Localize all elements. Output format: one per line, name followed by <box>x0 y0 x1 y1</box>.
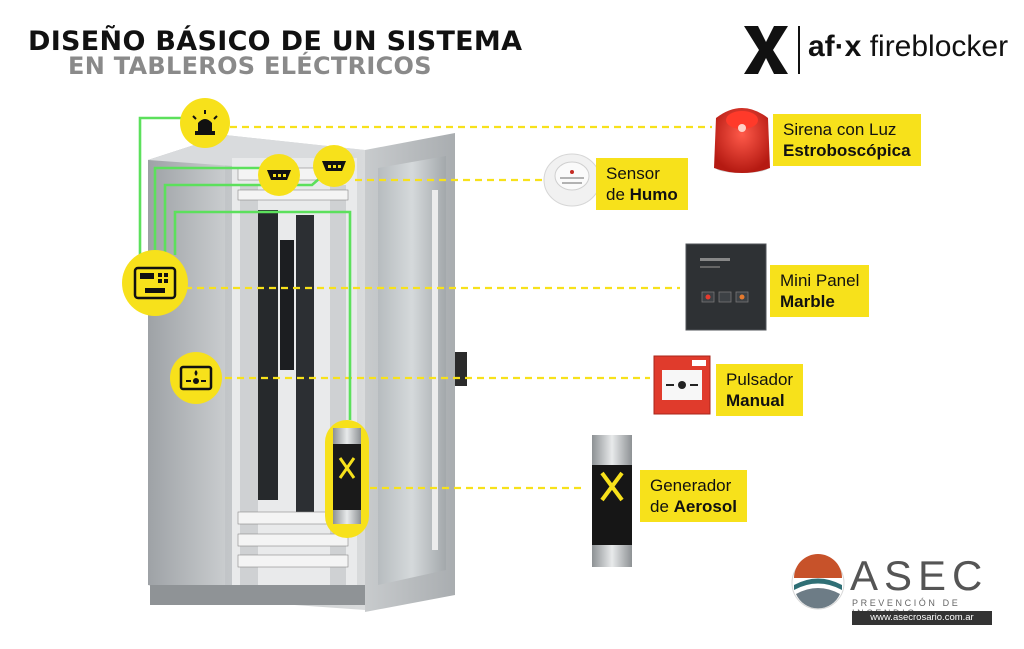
label-aerosol-generator: Generador de Aerosol <box>640 470 747 522</box>
siren-device <box>714 108 770 173</box>
label-siren: Sirena con Luz Estroboscópica <box>773 114 921 166</box>
wires <box>138 116 352 420</box>
label-manual-pull: Pulsador Manual <box>716 364 804 416</box>
mini-panel-device <box>685 243 767 331</box>
control-panel-circle <box>122 250 188 316</box>
cabinet-generator-icon <box>333 428 361 524</box>
smoke-sensor-circle-2 <box>313 145 355 187</box>
asec-website[interactable]: www.asecrosario.com.ar <box>852 611 992 625</box>
asec-name: ASEC <box>850 552 989 599</box>
page-subtitle: EN TABLEROS ELÉCTRICOS <box>68 52 432 80</box>
smoke-sensor-icon <box>322 161 346 171</box>
smoke-sensor-device <box>543 153 601 207</box>
label-smoke-sensor: Sensor de Humo <box>596 158 688 210</box>
label-mini-panel: Mini Panel Marble <box>770 265 870 317</box>
siren-circle <box>180 98 230 148</box>
siren-icon <box>192 110 218 135</box>
page-title: DISEÑO BÁSICO DE UN SISTEMA <box>28 26 523 57</box>
aerosol-generator-device <box>592 435 632 567</box>
brand-wordmark: af·x fireblocker <box>808 30 1009 63</box>
manual-pull-icon <box>179 365 213 391</box>
control-panel-icon <box>133 266 177 300</box>
asec-logo-icon <box>791 554 845 610</box>
afx-brand-logo: af·x fireblocker <box>740 22 1010 78</box>
smoke-sensor-circle-1 <box>258 154 300 196</box>
smoke-sensor-icon <box>267 170 291 180</box>
connection-lines <box>185 125 712 490</box>
brand-separator <box>798 26 800 74</box>
manual-pull-circle <box>170 352 222 404</box>
manual-pull-device <box>653 355 711 415</box>
x-logo-icon <box>744 26 788 74</box>
